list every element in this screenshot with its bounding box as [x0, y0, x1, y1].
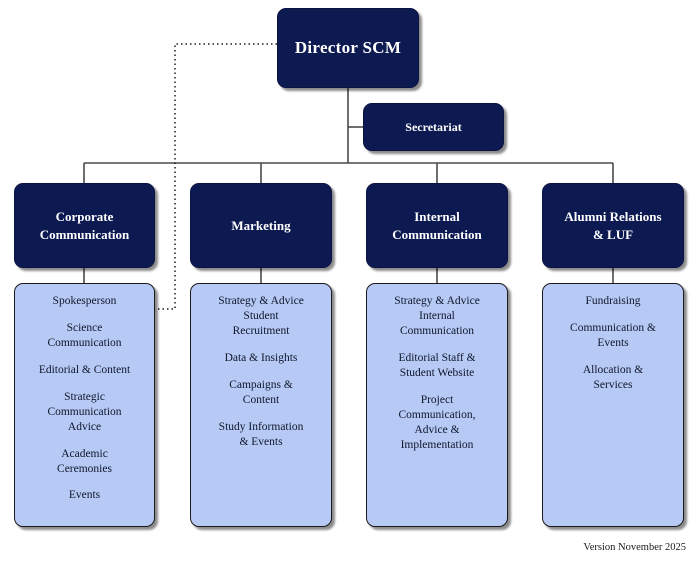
- node-department-body-alumni-relations-luf: Fundraising Communication & Events Alloc…: [542, 283, 684, 527]
- department-item-list: Strategy & Advice Internal Communication…: [375, 294, 499, 452]
- node-secretariat-label: Secretariat: [405, 119, 462, 134]
- list-item[interactable]: Editorial Staff & Student Website: [398, 351, 476, 379]
- node-department-alumni-relations-luf[interactable]: Alumni Relations & LUF: [542, 183, 684, 268]
- connector-dotted-spokesperson: [155, 43, 277, 310]
- list-item[interactable]: Study Information & Events: [218, 420, 304, 448]
- department-item-list: Spokesperson Science Communication Edito…: [23, 294, 146, 503]
- list-item[interactable]: Fundraising: [585, 295, 641, 307]
- list-item[interactable]: Data & Insights: [224, 351, 298, 364]
- department-header-label: Corporate Communication: [39, 208, 130, 242]
- department-header-label: Internal Communication: [392, 208, 482, 242]
- node-department-body-internal-communication: Strategy & Advice Internal Communication…: [366, 283, 508, 527]
- department-item-list: Fundraising Communication & Events Alloc…: [551, 294, 675, 393]
- node-director-scm-label: Director SCM: [294, 38, 402, 57]
- list-item[interactable]: Editorial & Content: [38, 363, 131, 376]
- node-secretariat[interactable]: Secretariat: [363, 103, 504, 151]
- list-item[interactable]: Campaigns & Content: [229, 378, 293, 406]
- list-item[interactable]: Project Communication, Advice & Implemen…: [398, 393, 476, 451]
- department-header-label: Alumni Relations & LUF: [564, 208, 662, 242]
- list-item[interactable]: Strategic Communication Advice: [47, 390, 122, 433]
- list-item[interactable]: Strategy & Advice Student Recruitment: [218, 295, 304, 337]
- list-item[interactable]: Science Communication: [47, 321, 122, 349]
- node-department-corporate-communication[interactable]: Corporate Communication: [14, 183, 155, 268]
- version-label: Version November 2025: [583, 542, 686, 553]
- list-item[interactable]: Communication & Events: [570, 321, 656, 349]
- node-department-marketing[interactable]: Marketing: [190, 183, 332, 268]
- node-department-body-corporate-communication: Spokesperson Science Communication Edito…: [14, 283, 155, 527]
- list-item[interactable]: Academic Ceremonies: [57, 447, 112, 475]
- node-director-scm[interactable]: Director SCM: [277, 8, 419, 88]
- list-item[interactable]: Allocation & Services: [582, 363, 644, 391]
- node-department-internal-communication[interactable]: Internal Communication: [366, 183, 508, 268]
- department-item-list: Strategy & Advice Student Recruitment Da…: [199, 294, 323, 450]
- list-item[interactable]: Events: [68, 489, 101, 502]
- department-header-label: Marketing: [231, 217, 291, 233]
- list-item[interactable]: Spokesperson: [52, 295, 117, 307]
- list-item[interactable]: Strategy & Advice Internal Communication: [394, 295, 480, 337]
- node-department-body-marketing: Strategy & Advice Student Recruitment Da…: [190, 283, 332, 527]
